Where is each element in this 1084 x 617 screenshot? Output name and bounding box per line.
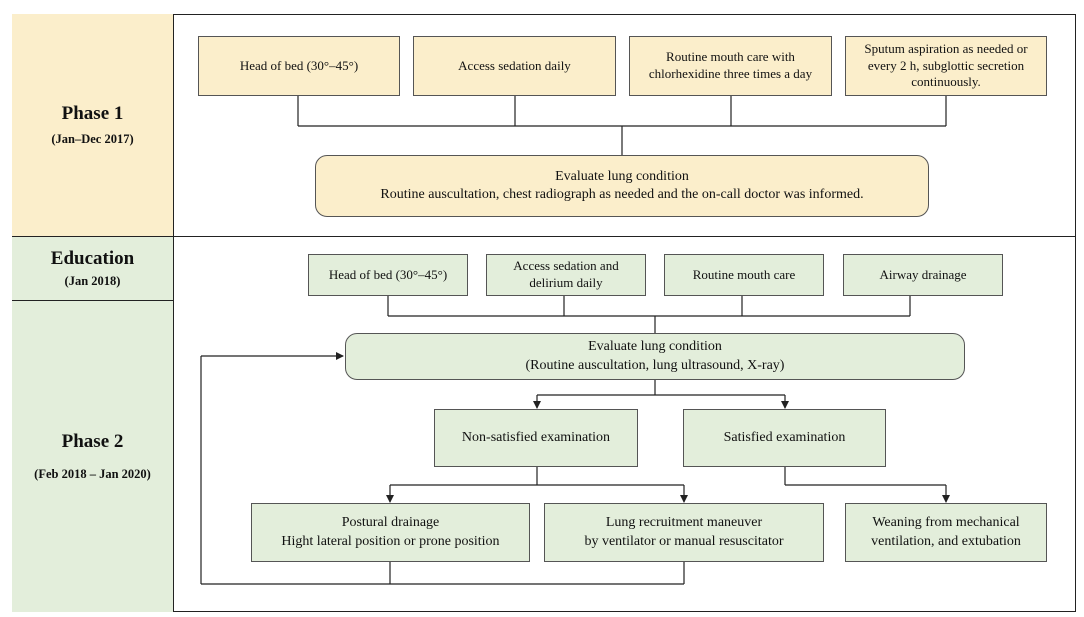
- phase2-period: (Feb 2018 – Jan 2020): [34, 467, 151, 482]
- phase1-evaluate-detail: Routine auscultation, chest radiograph a…: [380, 187, 864, 202]
- phase1-step-label: Sputum aspiration as needed or every 2 h…: [864, 40, 1028, 90]
- education-step-sedation: Access sedation and delirium daily: [486, 254, 646, 296]
- education-step-label: Routine mouth care: [692, 266, 796, 282]
- phase2-evaluate-title: Evaluate lung condition: [588, 339, 722, 355]
- phase2-title: Phase 2: [61, 430, 124, 452]
- phase1-label-cell: Phase 1 (Jan–Dec 2017): [12, 14, 174, 236]
- phase1-title: Phase 1: [61, 103, 124, 125]
- education-step-label: Access sedation and delirium daily: [513, 258, 619, 290]
- postural-drainage-detail: Hight lateral position or prone position: [281, 533, 500, 549]
- education-title: Education: [50, 247, 135, 269]
- weaning-title: Weaning from mechanical: [872, 515, 1020, 531]
- phase1-step-mouth-care: Routine mouth care with chlorhexidine th…: [629, 36, 832, 96]
- weaning-box: Weaning from mechanical ventilation, and…: [845, 503, 1047, 562]
- non-satisfied-exam-label: Non-satisfied examination: [461, 429, 611, 445]
- phase1-step-head-of-bed: Head of bed (30°–45°): [198, 36, 400, 96]
- weaning-detail: ventilation, and extubation: [871, 533, 1021, 549]
- phase1-period: (Jan–Dec 2017): [51, 131, 134, 146]
- education-step-airway-drainage: Airway drainage: [843, 254, 1003, 296]
- phase2-label-cell: Phase 2 (Feb 2018 – Jan 2020): [12, 300, 174, 612]
- postural-drainage-title: Postural drainage: [341, 515, 440, 531]
- education-step-label: Airway drainage: [879, 266, 967, 282]
- phase1-step-sedation: Access sedation daily: [413, 36, 616, 96]
- phase1-step-sputum: Sputum aspiration as needed or every 2 h…: [845, 36, 1047, 96]
- phase2-evaluate-box: Evaluate lung condition (Routine auscult…: [345, 333, 965, 380]
- satisfied-exam-label: Satisfied examination: [723, 429, 846, 445]
- education-step-head-of-bed: Head of bed (30°–45°): [308, 254, 468, 296]
- postural-drainage-box: Postural drainage Hight lateral position…: [251, 503, 530, 562]
- education-step-label: Head of bed (30°–45°): [328, 266, 448, 282]
- phase1-evaluate-box: Evaluate lung condition Routine ausculta…: [315, 155, 929, 217]
- lung-recruitment-box: Lung recruitment maneuver by ventilator …: [544, 503, 824, 562]
- phase1-step-label: Routine mouth care with chlorhexidine th…: [648, 49, 813, 81]
- phase1-step-label: Head of bed (30°–45°): [239, 57, 359, 73]
- lung-recruitment-detail: by ventilator or manual resuscitator: [584, 533, 784, 549]
- education-period: (Jan 2018): [64, 274, 121, 289]
- satisfied-exam-box: Satisfied examination: [683, 409, 886, 467]
- education-step-mouth-care: Routine mouth care: [664, 254, 824, 296]
- phase2-evaluate-detail: (Routine auscultation, lung ultrasound, …: [525, 357, 785, 373]
- phase1-evaluate-title: Evaluate lung condition: [555, 168, 689, 184]
- lung-recruitment-title: Lung recruitment maneuver: [605, 515, 763, 531]
- phase1-step-label: Access sedation daily: [458, 57, 571, 73]
- non-satisfied-exam-box: Non-satisfied examination: [434, 409, 638, 467]
- section-divider: [12, 236, 1076, 237]
